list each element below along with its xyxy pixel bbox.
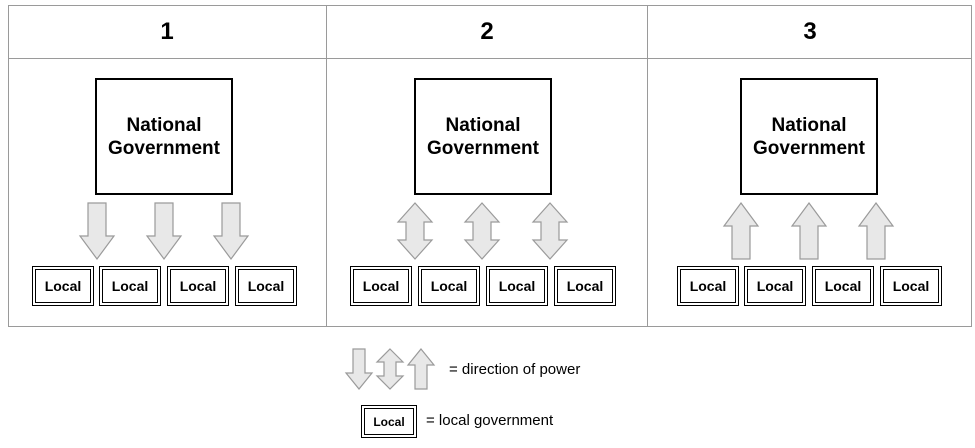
- legend-local-box: Local: [361, 405, 417, 438]
- local-label: Local: [680, 269, 736, 303]
- local-label: Local: [102, 269, 158, 303]
- arrow-down-icon: [145, 202, 183, 261]
- national-label-line2: Government: [108, 137, 220, 159]
- national-label-line2: Government: [753, 137, 865, 159]
- local-label: Local: [883, 269, 939, 303]
- national-label-line1: National: [126, 114, 202, 136]
- local-government-box: Local: [486, 266, 548, 306]
- legend-local-text: = local government: [426, 412, 554, 429]
- local-government-box: Local: [554, 266, 616, 306]
- legend-arrow-down-icon: [344, 348, 374, 390]
- arrow-both-icon: [531, 202, 569, 260]
- panel-3-national-government-box: National Government: [740, 78, 878, 195]
- panel-1-national-government-box: National Government: [95, 78, 233, 195]
- arrow-both-icon: [463, 202, 501, 260]
- local-label: Local: [747, 269, 803, 303]
- arrow-down-icon: [78, 202, 116, 261]
- national-label-line1: National: [445, 114, 521, 136]
- local-government-box: Local: [99, 266, 161, 306]
- local-label: Local: [815, 269, 871, 303]
- local-government-box: Local: [812, 266, 874, 306]
- local-label: Local: [170, 269, 226, 303]
- panel-1-number: 1: [160, 18, 174, 45]
- local-government-box: Local: [235, 266, 297, 306]
- panel-2-number: 2: [480, 18, 494, 45]
- panel-2-national-government-box: National Government: [414, 78, 552, 195]
- panel-divider-2: [647, 5, 648, 327]
- local-label: Local: [35, 269, 91, 303]
- header-divider: [8, 58, 972, 59]
- local-label: Local: [421, 269, 477, 303]
- panel-grid: [8, 5, 972, 327]
- national-label-line1: National: [771, 114, 847, 136]
- local-government-box: Local: [880, 266, 942, 306]
- arrow-up-icon: [790, 201, 828, 260]
- local-label: Local: [353, 269, 409, 303]
- local-government-box: Local: [32, 266, 94, 306]
- arrow-down-icon: [212, 202, 250, 261]
- arrow-up-icon: [722, 201, 760, 260]
- local-label: Local: [238, 269, 294, 303]
- local-government-box: Local: [744, 266, 806, 306]
- local-government-box: Local: [350, 266, 412, 306]
- panel-3-number: 3: [803, 18, 817, 45]
- arrow-up-icon: [857, 201, 895, 260]
- local-government-box: Local: [677, 266, 739, 306]
- local-government-box: Local: [167, 266, 229, 306]
- local-label: Local: [489, 269, 545, 303]
- local-government-box: Local: [418, 266, 480, 306]
- legend-local-label: Local: [364, 408, 414, 435]
- local-label: Local: [557, 269, 613, 303]
- national-label-line2: Government: [427, 137, 539, 159]
- panel-divider-1: [326, 5, 327, 327]
- legend-arrows-text: = direction of power: [449, 361, 581, 378]
- arrow-both-icon: [396, 202, 434, 260]
- legend-arrow-both-icon: [375, 348, 405, 390]
- legend-arrow-up-icon: [406, 348, 436, 390]
